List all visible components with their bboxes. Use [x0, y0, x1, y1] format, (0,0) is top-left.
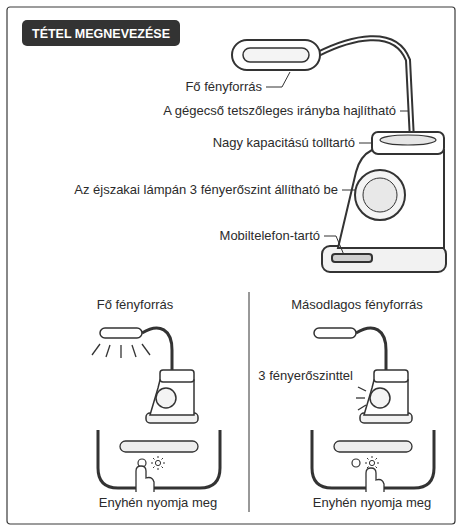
night-light	[363, 178, 397, 212]
leader-line	[324, 236, 344, 255]
button-panel	[151, 463, 153, 464]
lamp-neck	[318, 38, 412, 140]
lamp-base	[322, 246, 446, 272]
button-panel	[367, 467, 369, 469]
label-anchor: 3 fényerőszinttel	[258, 368, 353, 384]
callout-label: Mobiltelefon-tartó	[220, 228, 320, 244]
lamp-head	[243, 48, 309, 62]
button-panel	[136, 466, 154, 492]
instruction-label: Enyhén nyomja meg	[313, 495, 432, 511]
light-ray	[358, 387, 366, 391]
small-lamp	[100, 328, 198, 423]
label-anchor: Mobiltelefon-tartó	[220, 228, 320, 244]
small-lamp	[100, 328, 142, 338]
light-ray	[358, 405, 366, 410]
button-panel	[151, 456, 165, 470]
leader-line	[342, 190, 356, 191]
label-anchor: A gégecső tetszőleges irányba hajlítható	[163, 103, 396, 119]
label-anchor: Az éjszakai lámpán 3 fényerőszint állíth…	[74, 182, 338, 198]
panel-heading: Másodlagos fényforrás	[291, 297, 423, 313]
button-panel	[120, 441, 198, 452]
button-panel	[162, 458, 164, 460]
lamp-base	[332, 254, 372, 262]
label-anchor: Enyhén nyomja meg	[313, 495, 432, 511]
lamp-base	[322, 246, 446, 272]
button-panel	[163, 463, 165, 464]
label-anchor: Fő fényforrás	[185, 79, 262, 95]
night-light	[355, 170, 405, 220]
small-lamp	[150, 380, 194, 415]
light-ray	[132, 345, 136, 357]
divider	[249, 292, 250, 512]
leader-line	[266, 72, 290, 87]
button-panel	[155, 460, 160, 465]
button-panel	[158, 468, 159, 470]
leader-line	[266, 72, 409, 255]
callout-label: Az éjszakai lámpán 3 fényerőszint állíth…	[74, 182, 338, 198]
leader-line	[400, 111, 409, 112]
button-panel	[365, 463, 367, 464]
button-panel	[98, 430, 220, 488]
button-panel	[312, 430, 434, 492]
lamp-head	[232, 40, 320, 70]
pen-holder	[338, 150, 444, 248]
lamp-head	[232, 40, 320, 70]
light-ray	[106, 345, 110, 357]
small-lamp	[356, 328, 386, 372]
button-panel	[369, 460, 374, 465]
button-panel	[376, 458, 378, 460]
callout-label: Fő fényforrás	[185, 79, 262, 95]
button-panel	[376, 467, 378, 469]
small-lamp	[156, 388, 176, 408]
pen-holder	[372, 132, 444, 154]
title-badge: TÉTEL MEGNEVEZÉSE	[22, 20, 180, 46]
leader-line	[359, 143, 372, 144]
label-anchor: Enyhén nyomja meg	[99, 495, 218, 511]
callout-label: A gégecső tetszőleges irányba hajlítható	[163, 103, 396, 119]
button-panel	[153, 467, 155, 469]
light-ray	[92, 344, 150, 358]
button-panel	[366, 468, 384, 492]
button-panel	[367, 458, 369, 460]
button-panel	[162, 467, 164, 469]
callout-label: 3 fényerőszinttel	[258, 368, 353, 384]
button-panel	[153, 458, 155, 460]
small-lamp	[364, 380, 408, 415]
light-ray	[120, 345, 121, 358]
button-panel	[372, 456, 373, 458]
button-panel	[377, 463, 379, 464]
small-lamp	[314, 328, 356, 338]
small-lamp	[160, 370, 194, 382]
button-panel	[98, 430, 220, 492]
lamp-neck	[318, 38, 412, 140]
light-ray	[356, 387, 366, 410]
pen-holder	[380, 135, 436, 145]
panel-heading: Fő fényforrás	[97, 297, 174, 313]
button-panel	[158, 456, 159, 458]
label-anchor: Fő fényforrás	[97, 297, 174, 313]
light-ray	[356, 397, 365, 398]
small-lamp	[370, 388, 390, 408]
label-anchor: Másodlagos fényforrás	[291, 297, 423, 313]
outer-frame	[7, 7, 455, 524]
light-ray	[92, 344, 100, 355]
lamp-neck	[318, 38, 412, 140]
small-lamp	[142, 328, 172, 372]
button-panel	[352, 459, 360, 467]
night-light	[355, 170, 405, 220]
callout-label: Nagy kapacitású tolltartó	[213, 135, 355, 151]
instruction-label: Enyhén nyomja meg	[99, 495, 218, 511]
light-ray	[142, 344, 150, 355]
label-anchor: Nagy kapacitású tolltartó	[213, 135, 355, 151]
button-panel	[334, 441, 412, 452]
title: TÉTEL MEGNEVEZÉSE	[32, 27, 170, 41]
small-lamp	[374, 370, 408, 382]
